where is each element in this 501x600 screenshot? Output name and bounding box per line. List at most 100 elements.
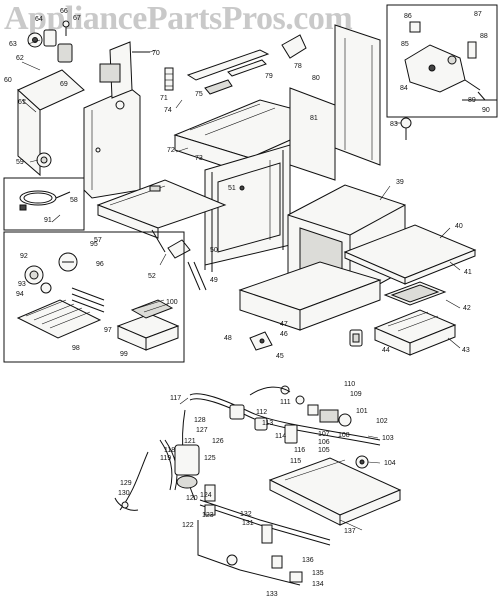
callout-52: 52 xyxy=(148,273,156,280)
callout-96: 96 xyxy=(96,261,104,268)
callout-98: 98 xyxy=(72,345,80,352)
callout-136: 136 xyxy=(302,557,314,564)
callout-labels: 64 66 67 63 62 60 61 59 69 70 71 74 75 7… xyxy=(4,8,490,598)
callout-58: 58 xyxy=(70,197,78,204)
part-small-brackets xyxy=(249,329,363,351)
callout-117: 117 xyxy=(170,395,181,402)
callout-85: 85 xyxy=(401,41,409,48)
callout-105: 105 xyxy=(318,447,330,454)
callout-90: 90 xyxy=(482,107,490,114)
callout-47: 47 xyxy=(280,321,288,328)
callout-88: 88 xyxy=(480,33,488,40)
callout-123: 123 xyxy=(202,512,214,519)
callout-64: 64 xyxy=(35,16,43,23)
leader-lines xyxy=(21,39,461,531)
part-knob xyxy=(36,152,52,168)
callout-132: 132 xyxy=(240,511,252,518)
callout-108: 108 xyxy=(338,432,350,439)
callout-44: 44 xyxy=(382,347,390,354)
callout-60: 60 xyxy=(4,77,12,84)
callout-61: 61 xyxy=(18,99,26,106)
callout-93: 93 xyxy=(18,281,26,288)
callout-94: 94 xyxy=(16,291,24,298)
callout-104: 104 xyxy=(384,460,396,467)
callout-107: 107 xyxy=(318,431,330,438)
callout-57: 57 xyxy=(94,237,102,244)
part-oven-cavity-front xyxy=(204,144,291,266)
part-left-side-panel xyxy=(83,87,141,199)
callout-89: 89 xyxy=(468,97,476,104)
callout-116: 116 xyxy=(294,447,305,454)
inset-control-assembly xyxy=(386,4,498,118)
part-igniter xyxy=(151,229,207,291)
callout-134: 134 xyxy=(312,581,324,588)
callout-125: 125 xyxy=(204,455,216,462)
callout-122: 122 xyxy=(182,522,194,529)
callout-63: 63 xyxy=(9,41,17,48)
callout-131: 131 xyxy=(242,520,254,527)
callout-72: 72 xyxy=(167,147,175,154)
part-oven-legs xyxy=(204,148,291,272)
callout-109: 109 xyxy=(350,391,362,398)
callout-81: 81 xyxy=(310,115,318,122)
part-kick-panel xyxy=(238,261,382,331)
gas-manifold-assembly xyxy=(114,385,402,586)
callout-59: 59 xyxy=(16,159,24,166)
callout-95: 95 xyxy=(90,241,98,248)
callout-118: 118 xyxy=(164,447,175,454)
callout-120: 120 xyxy=(186,495,198,502)
callout-102: 102 xyxy=(376,418,388,425)
callout-51: 51 xyxy=(228,185,236,192)
callout-101: 101 xyxy=(356,408,368,415)
callout-135: 135 xyxy=(312,570,324,577)
callout-113: 113 xyxy=(262,420,273,427)
part-terminal-block xyxy=(164,67,174,91)
callout-87: 87 xyxy=(474,11,482,18)
callout-48: 48 xyxy=(224,335,232,342)
callout-121: 121 xyxy=(184,438,196,445)
callout-126: 126 xyxy=(212,438,224,445)
callout-106: 106 xyxy=(318,439,330,446)
inset-accessories xyxy=(3,231,185,363)
callout-128: 128 xyxy=(194,417,206,424)
callout-50: 50 xyxy=(210,247,218,254)
callout-97: 97 xyxy=(104,327,112,334)
callout-71: 71 xyxy=(160,95,168,102)
callout-43: 43 xyxy=(462,347,470,354)
callout-66: 66 xyxy=(60,8,68,15)
callout-62: 62 xyxy=(16,55,24,62)
callout-78: 78 xyxy=(294,63,302,70)
part-rear-panel xyxy=(17,69,85,177)
part-bracket xyxy=(99,41,150,99)
part-drip-pan xyxy=(383,281,447,306)
callout-41: 41 xyxy=(464,269,472,276)
callout-119: 119 xyxy=(160,455,171,462)
callout-42: 42 xyxy=(463,305,471,312)
callout-45: 45 xyxy=(276,353,284,360)
callout-115: 115 xyxy=(290,458,301,465)
callout-86: 86 xyxy=(404,13,412,20)
callout-130: 130 xyxy=(118,490,130,497)
callout-124: 124 xyxy=(200,492,212,499)
callout-84: 84 xyxy=(400,85,408,92)
part-screw xyxy=(400,117,412,140)
callout-46: 46 xyxy=(280,331,288,338)
part-bottom-tray xyxy=(96,179,227,239)
callout-79: 79 xyxy=(265,73,273,80)
callout-91: 91 xyxy=(44,217,52,224)
callout-39: 39 xyxy=(396,179,404,186)
part-right-side-panel xyxy=(289,24,381,181)
callout-114: 114 xyxy=(275,433,286,440)
callout-75: 75 xyxy=(195,91,203,98)
callout-129: 129 xyxy=(120,480,132,487)
callout-127: 127 xyxy=(196,427,208,434)
callout-92: 92 xyxy=(20,253,28,260)
part-bottom-panel xyxy=(343,224,477,285)
callout-99: 99 xyxy=(120,351,128,358)
callout-67: 67 xyxy=(73,15,81,22)
callout-40: 40 xyxy=(455,223,463,230)
watermark: AppliancePartsPros.com xyxy=(4,0,353,37)
callout-137: 137 xyxy=(344,528,356,535)
callout-110: 110 xyxy=(344,381,355,388)
